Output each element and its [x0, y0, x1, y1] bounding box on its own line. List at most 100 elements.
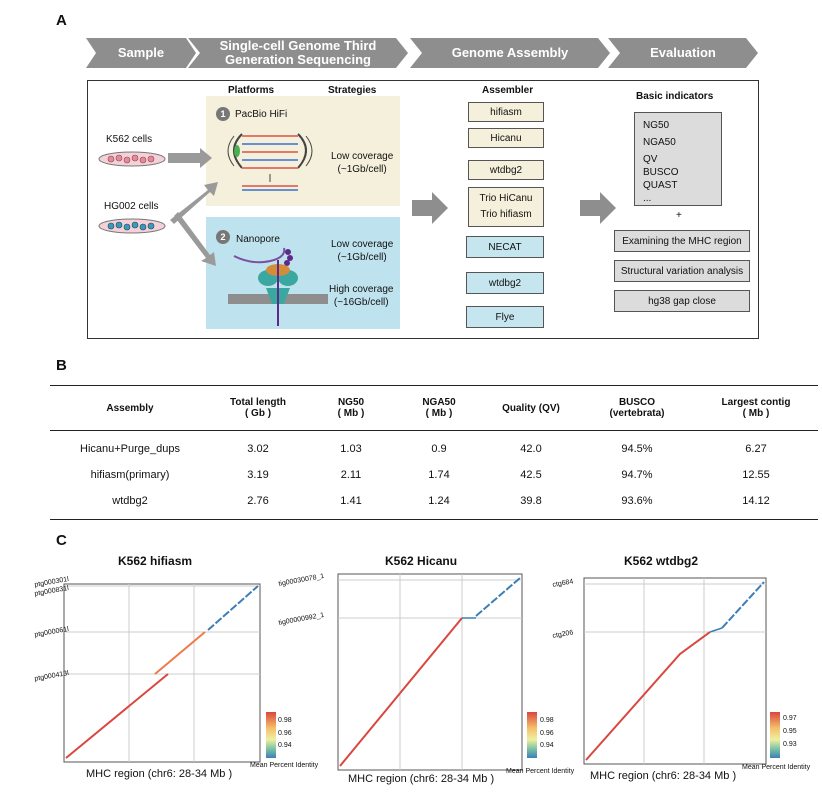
pipeline-step-label: Evaluation: [650, 45, 716, 60]
platform-number-badge: 2: [216, 230, 230, 244]
colorbar: [266, 712, 276, 758]
table-header-row: Assembly Total length( Gb ) NG50( Mb ) N…: [50, 385, 818, 431]
header-unit: ( Mb ): [337, 408, 365, 419]
colorbar-label: Mean Percent Identity: [742, 764, 811, 771]
nanopore-box: [206, 217, 400, 329]
chevron-shape: [86, 38, 196, 68]
cell: 0.9: [431, 443, 447, 455]
table-row: hifiasm(primary) 3.19 2.11 1.74 42.5 94.…: [50, 461, 818, 489]
analysis-mhc: Examining the MHC region: [614, 230, 750, 252]
header-text: NG50: [337, 397, 365, 408]
cell: 1.41: [306, 489, 396, 520]
dotplot-hicanu: [337, 573, 523, 771]
basic-indicators-box: NG50 NGA50 QV BUSCO QUAST ...: [634, 112, 722, 206]
cell-assembly: Hicanu+Purge_dups: [80, 443, 180, 455]
header-unit: ( Mb ): [742, 408, 770, 419]
basic-indicators-header: Basic indicators: [636, 91, 714, 102]
indicator-item: QV: [643, 154, 658, 165]
strategy-line: High coverage: [329, 284, 394, 295]
sample-arrows: [168, 148, 218, 266]
dotplot-wtdbg2: [583, 577, 767, 765]
cell: 93.6%: [580, 489, 694, 520]
assembler-wtdbg2-ont: wtdbg2: [466, 272, 544, 294]
cell: 1.24: [396, 489, 482, 520]
nanopore-strategy-low: Low coverage (~1Gb/cell): [331, 238, 393, 264]
analysis-gap-close: hg38 gap close: [614, 290, 750, 312]
header-qv: Quality (QV): [482, 385, 580, 431]
header-text: BUSCO: [618, 397, 656, 408]
cell: 3.19: [247, 469, 269, 481]
assembler-wtdbg2: wtdbg2: [468, 160, 544, 180]
pipeline-step-sample: Sample: [86, 38, 196, 68]
header-text: Quality (QV): [502, 402, 560, 414]
colorbar-tick: 0.94: [540, 742, 554, 749]
strategy-line: Low coverage: [331, 151, 394, 162]
dotplot-title: K562 hifiasm: [118, 554, 193, 568]
colorbar: [770, 712, 780, 758]
strategy-line: (~1Gb/cell): [337, 252, 387, 263]
colorbar-tick: 0.93: [783, 741, 797, 748]
assembly-stats-table: Assembly Total length( Gb ) NG50( Mb ) N…: [50, 385, 818, 520]
pacbio-strategy: Low coverage (~1Gb/cell): [331, 150, 393, 176]
pipeline-step-assembly: Genome Assembly: [410, 38, 610, 68]
pipeline-label-line1: Single-cell Genome Third: [219, 38, 377, 53]
x-axis-label: MHC region (chr6: 28-34 Mb ): [348, 773, 495, 785]
indicator-item: QUAST: [643, 180, 678, 191]
pipeline-step-evaluation: Evaluation: [608, 38, 758, 68]
assembler-necat: NECAT: [466, 236, 544, 258]
pipeline-label-line2: Generation Sequencing: [225, 52, 371, 67]
strategy-line: (~16Gb/cell): [333, 297, 389, 308]
x-axis-label: MHC region (chr6: 28-34 Mb ): [86, 768, 233, 780]
dotplot-title: K562 wtdbg2: [624, 554, 699, 568]
header-text: Largest contig: [721, 397, 791, 408]
header-largest-contig: Largest contig( Mb ): [694, 385, 818, 431]
header-ng50: NG50( Mb ): [306, 385, 396, 431]
strategies-header: Strategies: [328, 85, 377, 96]
header-unit: ( Mb ): [425, 408, 453, 419]
header-unit: (vertebrata): [609, 408, 665, 419]
header-unit: ( Gb ): [244, 408, 272, 419]
header-text: Assembly: [106, 402, 154, 414]
indicator-item: BUSCO: [643, 167, 679, 178]
table-row: wtdbg2 2.76 1.41 1.24 39.8 93.6% 14.12: [50, 489, 818, 520]
assembler-trio: Trio HiCanu Trio hifiasm: [468, 187, 544, 227]
colorbar-label: Mean Percent Identity: [506, 768, 575, 775]
panel-label-c: C: [56, 532, 67, 549]
strategy-line: Low coverage: [331, 239, 394, 250]
dotplot-hifiasm: [63, 583, 261, 763]
indicator-item: NGA50: [643, 137, 676, 148]
colorbar-tick: 0.96: [540, 730, 554, 737]
panel-label-a: A: [56, 12, 67, 29]
colorbar-tick: 0.97: [783, 715, 797, 722]
cell: 2.76: [210, 489, 306, 520]
assembler-flye: Flye: [466, 306, 544, 328]
pipeline-step-label: Sample: [117, 45, 165, 60]
indicators-list: NG50 NGA50 QV BUSCO QUAST ...: [635, 113, 679, 205]
arrow-to-evaluation: [580, 192, 616, 224]
assembler-hicanu: Hicanu: [468, 128, 544, 148]
header-busco: BUSCO(vertebrata): [580, 385, 694, 431]
chevron-shape: [608, 38, 758, 68]
assembler-trio-hifiasm: Trio hifiasm: [480, 209, 532, 220]
cell: 39.8: [482, 489, 580, 520]
header-total-length: Total length( Gb ): [210, 385, 306, 431]
assembler-hifiasm: hifiasm: [468, 102, 544, 122]
platforms-header: Platforms: [228, 85, 275, 96]
pipeline-step-label: Genome Assembly: [451, 45, 569, 60]
dotplot-title: K562 Hicanu: [385, 554, 458, 568]
colorbar-tick: 0.98: [540, 717, 554, 724]
nanopore-label: Nanopore: [236, 234, 280, 245]
nanopore-icon: [228, 247, 328, 326]
cell-assembly: hifiasm(primary): [90, 469, 170, 481]
colorbar: [527, 712, 537, 758]
indicator-item: ...: [643, 193, 652, 204]
cell: 94.5%: [621, 443, 653, 455]
smrtbell-icon: [227, 133, 313, 191]
cell: 1.74: [428, 469, 450, 481]
colorbar-tick: 0.94: [278, 742, 292, 749]
petri-dish-icon: [97, 150, 167, 173]
colorbar-label: Mean Percent Identity: [250, 762, 319, 769]
analysis-sv: Structural variation analysis: [614, 260, 750, 282]
assembler-trio-hicanu: Trio HiCanu: [479, 193, 533, 204]
